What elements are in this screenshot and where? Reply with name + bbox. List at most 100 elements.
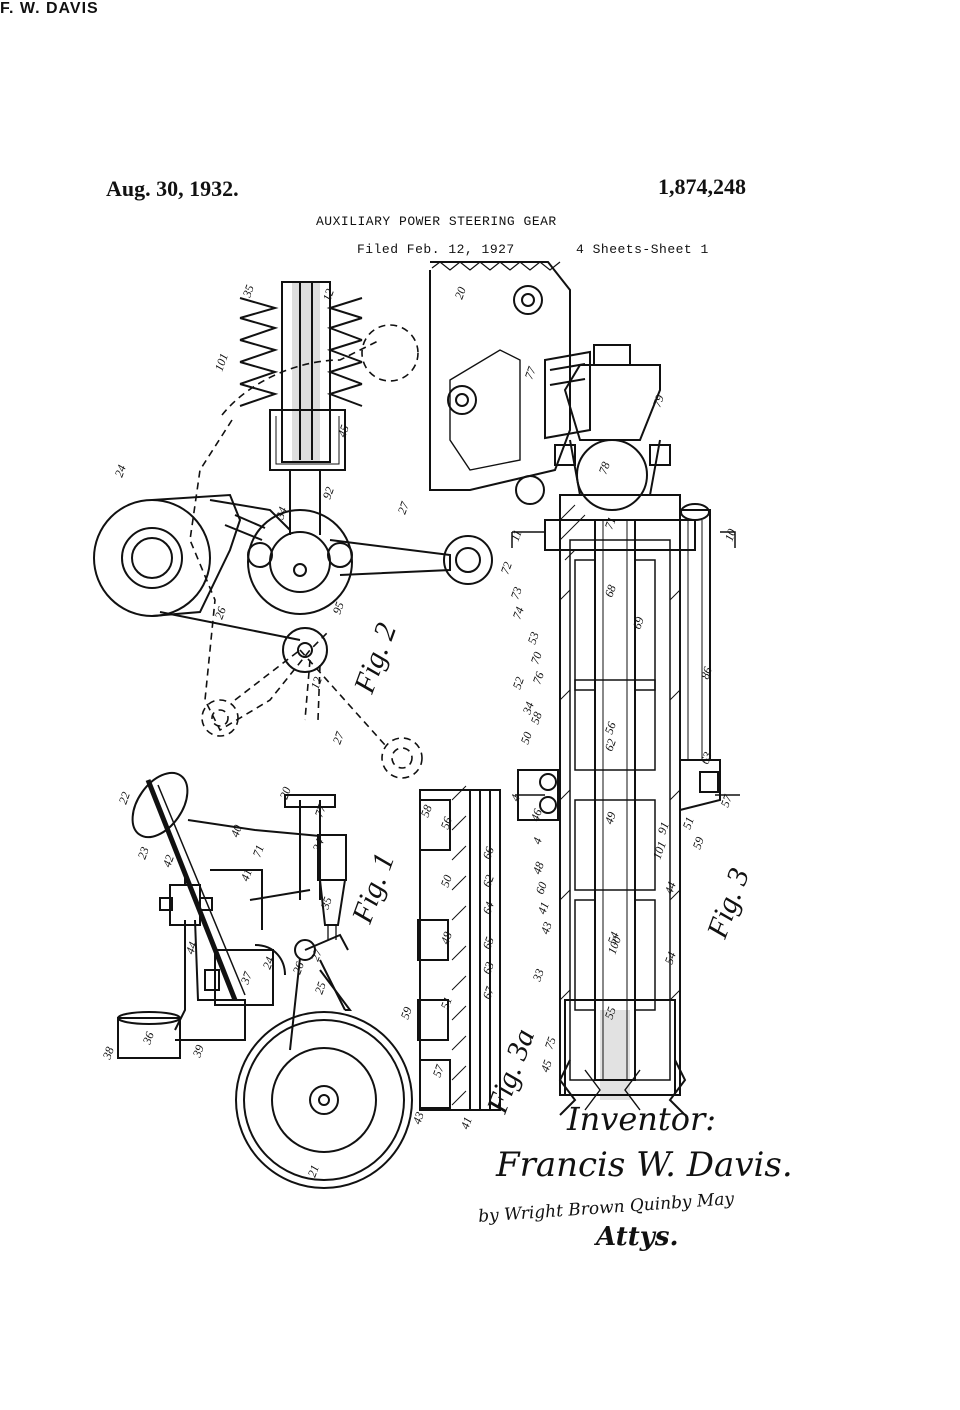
reference-numeral: 34: [309, 837, 327, 854]
reference-numeral: 56: [602, 720, 619, 736]
reference-numeral: 41: [458, 1115, 475, 1131]
reference-numeral: 38: [99, 1045, 117, 1062]
reference-numeral: 76: [530, 670, 547, 686]
reference-numeral: 24: [112, 463, 129, 479]
reference-numeral: 68: [602, 583, 619, 599]
reference-numeral: 26: [212, 605, 229, 621]
figure-2-label: Fig. 2: [347, 619, 403, 699]
reference-numeral: 91: [655, 820, 672, 836]
reference-numeral: 12: [308, 675, 325, 691]
reference-numeral: 11: [508, 528, 525, 543]
figure-3-label: Fig. 3: [700, 864, 756, 944]
reference-numeral: 63: [698, 750, 715, 766]
reference-numeral: 4: [508, 793, 523, 803]
reference-numeral: 62: [602, 737, 619, 753]
patent-date: Aug. 30, 1932.: [106, 176, 239, 201]
figure-1: [117, 771, 413, 1189]
reference-numeral: 27: [330, 729, 348, 746]
reference-numeral: 77: [312, 802, 330, 819]
reference-numeral: 51: [680, 815, 697, 831]
reference-numeral: 21: [305, 1163, 322, 1179]
reference-numeral: 66: [480, 845, 497, 861]
reference-numeral: 53: [525, 630, 542, 646]
signature-inventor-name: Francis W. Davis.: [496, 1145, 793, 1185]
reference-numeral: 26: [290, 960, 307, 976]
reference-numeral: 35: [239, 283, 257, 300]
reference-numeral: 67: [480, 984, 498, 1001]
reference-numeral: 4: [530, 836, 545, 846]
reference-numeral: 77: [522, 364, 540, 381]
reference-numeral: 41: [535, 900, 552, 916]
reference-numeral: 46: [528, 807, 545, 823]
reference-numeral: 49: [602, 810, 619, 826]
reference-numeral: 59: [690, 835, 707, 851]
sheet-count: 4 Sheets-Sheet 1: [576, 242, 709, 257]
signature-attys: Attys.: [596, 1222, 679, 1252]
patent-number: 1,874,248: [658, 174, 746, 199]
reference-numeral: 34: [519, 700, 537, 717]
reference-numeral: 86: [698, 665, 715, 681]
reference-numeral: 25: [312, 980, 329, 996]
reference-numeral: 24: [260, 955, 277, 971]
filed-date: Filed Feb. 12, 1927: [357, 242, 515, 257]
reference-numeral: 54: [605, 930, 622, 946]
reference-numeral: 35: [317, 895, 335, 912]
reference-numeral: 69: [630, 615, 647, 631]
reference-numeral: 70: [528, 650, 545, 666]
reference-numeral: 50: [518, 730, 535, 746]
reference-numeral: 48: [530, 860, 547, 876]
reference-numeral: 71: [602, 515, 619, 531]
patent-title: AUXILIARY POWER STEERING GEAR: [316, 214, 557, 229]
reference-numeral: 43: [410, 1110, 427, 1126]
reference-numeral: 62: [480, 873, 497, 889]
reference-numeral: 50: [438, 873, 455, 889]
reference-numeral: 71: [250, 843, 267, 859]
reference-numeral: 74: [510, 605, 527, 621]
reference-numeral: 41: [238, 867, 255, 883]
reference-numeral: 36: [139, 1030, 157, 1047]
signature-heading: Inventor:: [567, 1100, 717, 1138]
reference-numeral: 12: [320, 287, 337, 303]
reference-numeral: 59: [398, 1005, 415, 1021]
reference-numeral: 40: [228, 823, 245, 839]
reference-numeral: 44: [183, 940, 200, 956]
reference-numeral: 56: [438, 815, 455, 831]
reference-numeral: 101: [650, 839, 669, 861]
reference-numeral: 34: [272, 505, 290, 522]
reference-numeral: 75: [542, 1035, 559, 1051]
reference-numeral: 65: [480, 935, 497, 951]
reference-numeral: 57: [718, 792, 736, 809]
reference-numeral: 45: [538, 1058, 555, 1074]
figure-1-label: Fig. 1: [345, 849, 401, 929]
reference-numeral: 79: [650, 393, 667, 409]
reference-numeral: 57: [430, 1062, 448, 1079]
figure-3: [429, 261, 740, 1116]
reference-numeral: 52: [510, 675, 527, 691]
reference-numeral: 73: [508, 585, 525, 601]
reference-numeral: 22: [116, 790, 133, 806]
reference-numeral: 54: [662, 950, 679, 966]
reference-numeral: 63: [480, 960, 497, 976]
reference-numeral: 72: [498, 560, 515, 576]
reference-numeral: 33: [529, 967, 547, 984]
reference-numeral: 23: [135, 845, 152, 861]
reference-numeral: 64: [480, 900, 497, 916]
reference-numeral: 39: [189, 1043, 207, 1060]
reference-numeral: 43: [538, 920, 555, 936]
reference-numeral: 92: [320, 485, 337, 501]
reference-numeral: 100: [605, 934, 624, 956]
reference-numeral: 10: [722, 527, 739, 543]
reference-numeral: 58: [528, 710, 545, 726]
reference-numeral: 101: [212, 351, 231, 373]
reference-numeral: 58: [418, 803, 435, 819]
reference-numeral: 51: [438, 995, 455, 1011]
reference-numeral: 45: [335, 423, 352, 439]
reference-numeral: 78: [596, 460, 613, 476]
inventor-header: F. W. DAVIS: [0, 0, 99, 17]
reference-numeral: 42: [160, 853, 177, 869]
reference-numeral: 27: [308, 946, 326, 963]
reference-numeral: 44: [662, 880, 679, 896]
figure-3a: [417, 785, 501, 1111]
